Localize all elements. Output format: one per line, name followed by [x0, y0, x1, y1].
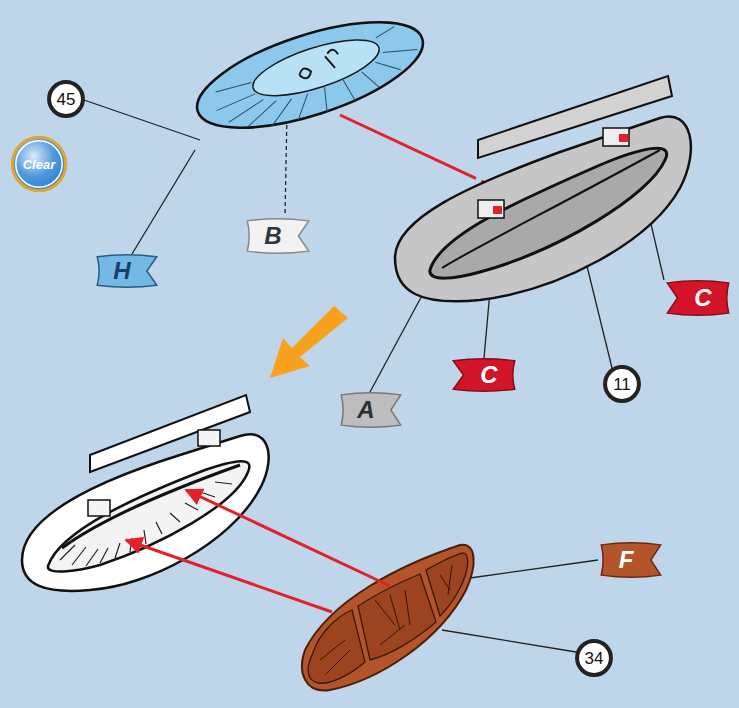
flag-letter: B	[264, 224, 281, 248]
color-flag: F	[600, 542, 662, 578]
bracket-part	[395, 76, 691, 301]
lens-part	[185, 0, 434, 149]
flag-letter: C	[694, 286, 711, 310]
assembled-part	[22, 395, 269, 591]
badge-label: Clear	[23, 158, 56, 171]
color-flag: H	[96, 254, 158, 288]
material-badge: Clear	[10, 135, 68, 193]
color-flag: C	[452, 358, 516, 392]
color-flag: B	[246, 218, 310, 254]
callout-number: 11	[613, 376, 631, 393]
flag-letter: F	[619, 548, 634, 572]
callout-number: 45	[57, 91, 76, 108]
callout-number: 11	[604, 366, 640, 402]
callout-number: 34	[576, 640, 612, 676]
brown-part	[302, 545, 474, 691]
flag-letter: C	[480, 363, 497, 387]
callout-number: 45	[48, 81, 84, 117]
flag-letter: H	[113, 259, 130, 283]
color-flag: A	[340, 392, 402, 428]
color-flag: C	[666, 280, 730, 316]
flag-letter: A	[357, 398, 374, 422]
callout-number: 34	[585, 650, 604, 667]
